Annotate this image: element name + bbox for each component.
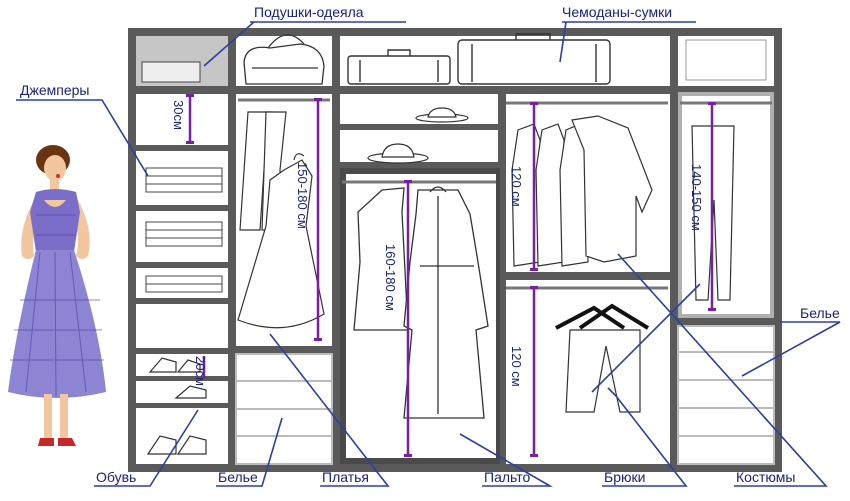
dimension-lines <box>188 96 714 456</box>
sneakers-icon <box>146 357 207 455</box>
folded-sweaters-icon <box>141 61 223 293</box>
label-linen-left: Белье <box>218 469 258 485</box>
linen-stack <box>685 39 767 81</box>
dim-suit-height: 120 см <box>509 166 524 207</box>
label-jumpers: Джемперы <box>20 82 89 98</box>
woman-figure-icon <box>8 145 106 446</box>
label-shoes: Обувь <box>96 469 136 485</box>
label-suitcases: Чемоданы-сумки <box>562 4 672 20</box>
dim-coat-height: 160-180 см <box>383 244 398 311</box>
label-linen-right: Белье <box>800 305 840 321</box>
label-pillows: Подушки-одеяла <box>254 4 364 20</box>
label-coat: Пальто <box>484 469 530 485</box>
suitcase-icon <box>347 33 611 85</box>
hanger-icon <box>555 303 650 330</box>
dim-trouser-height: 140-150 см <box>689 164 704 231</box>
dim-jumper-shelf: 30см <box>171 100 186 130</box>
dim-shoe-shelf: 20см <box>193 356 208 386</box>
drawers <box>235 325 775 465</box>
hat-icon <box>367 107 469 164</box>
label-suits: Костюмы <box>736 469 795 485</box>
shirt-icon <box>511 115 653 267</box>
pillow-bag-icon <box>243 34 325 85</box>
label-dresses: Платья <box>322 469 369 485</box>
label-trousers: Брюки <box>604 469 645 485</box>
dim-lower-height: 120 см <box>509 346 524 387</box>
pointer-lines <box>16 21 841 487</box>
dim-dress-height: 150-180 см <box>295 162 310 229</box>
dimension-ticks <box>186 94 716 457</box>
dress-icon <box>237 111 325 329</box>
coat-icon <box>353 186 489 419</box>
